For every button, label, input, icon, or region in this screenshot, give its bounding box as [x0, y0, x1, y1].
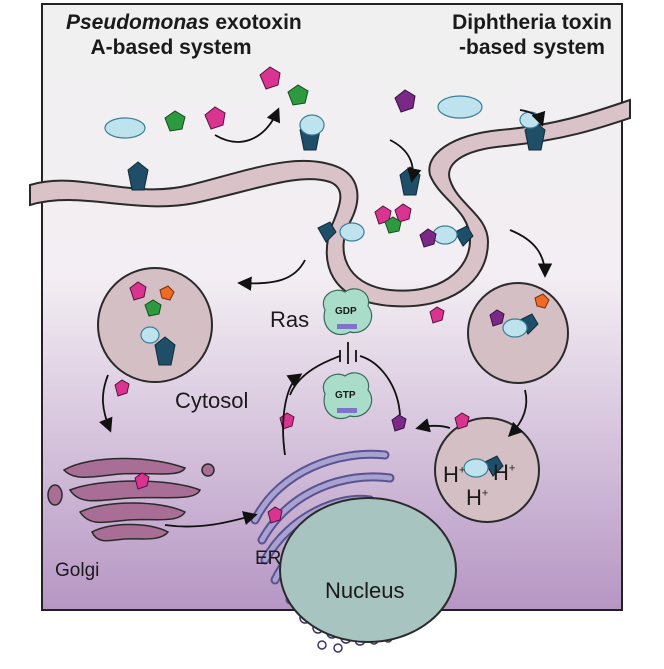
dt-system-title: Diphtheria toxin -based system	[432, 10, 632, 60]
ras-gtp-protein	[322, 372, 373, 420]
dt-title-line1: Diphtheria toxin	[452, 11, 612, 34]
plasma-membrane	[29, 98, 631, 308]
proton-label-1: H+	[443, 462, 466, 487]
pe-title-rest: exotoxin	[209, 11, 302, 34]
dt-fragments	[391, 89, 505, 432]
cytosol-label: Cytosol	[175, 388, 249, 413]
golgi-label: Golgi	[55, 560, 100, 581]
ras-gdp-protein	[322, 288, 373, 336]
dt-title-line2: -based system	[459, 36, 605, 59]
gtp-label: GTP	[335, 390, 356, 401]
pe-system-title: Pseudomonas exotoxin A-based system	[66, 10, 302, 60]
proton-label-3: H+	[466, 485, 489, 510]
pe-fragments	[114, 66, 470, 524]
gdp-label: GDP	[335, 306, 357, 317]
pe-title-italic: Pseudomonas	[66, 11, 210, 34]
golgi-stack	[47, 457, 215, 542]
pe-title-line2: A-based system	[90, 36, 252, 59]
receptors	[127, 121, 546, 477]
pathway-arrows	[99, 107, 553, 528]
vesicle-left	[97, 267, 213, 383]
nucleus	[279, 497, 457, 643]
orange-domains	[159, 285, 550, 309]
green-domains	[144, 84, 402, 317]
ras-cycle	[289, 342, 401, 416]
proton-label-2: H+	[493, 460, 516, 485]
er-label: ER	[255, 548, 282, 569]
ligands	[104, 95, 541, 478]
nucleus-label: Nucleus	[325, 578, 405, 603]
ras-label: Ras	[270, 307, 310, 332]
